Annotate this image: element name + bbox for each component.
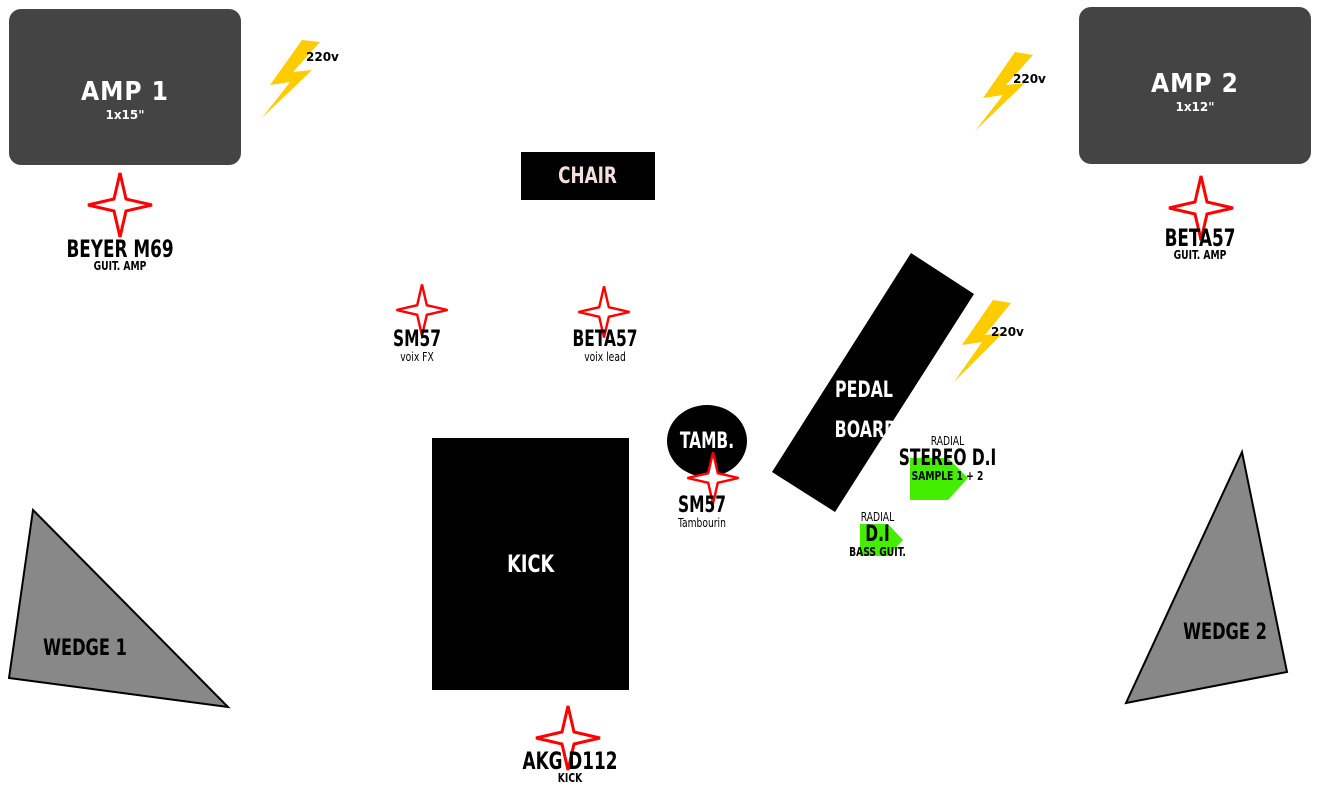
mic-model: BETA57 xyxy=(1164,224,1236,252)
wedge-1-label: WEDGE 1 xyxy=(43,636,127,661)
mic-star-icon[interactable] xyxy=(86,171,154,239)
voltage-label: 220v xyxy=(1013,72,1046,86)
mic-use: voix lead xyxy=(584,350,626,364)
di-name: STEREO D.I xyxy=(898,446,997,471)
di-bass-arrow-icon xyxy=(860,524,903,556)
kick-drum[interactable]: KICK xyxy=(432,438,629,690)
di-brand: RADIAL xyxy=(860,510,895,524)
kick-label: KICK xyxy=(506,550,555,578)
di-name: D.I xyxy=(865,522,890,547)
mic-model: BETA57 xyxy=(572,327,638,352)
di-brand: RADIAL xyxy=(930,434,965,448)
amp-1-size: 1x15" xyxy=(105,108,145,122)
lightning-icon xyxy=(954,300,1011,382)
voltage-label: 220v xyxy=(991,325,1024,339)
amp-1[interactable]: AMP 1 1x15" xyxy=(9,9,241,165)
voltage-label: 220v xyxy=(306,50,339,64)
wedge-2-shape[interactable] xyxy=(1124,448,1289,705)
amp-1-name: AMP 1 xyxy=(81,77,169,107)
lightning-icon xyxy=(975,52,1033,131)
mic-model: AKG D112 xyxy=(522,747,618,775)
mic-model: SM57 xyxy=(393,327,441,352)
pedalboard-label-2: BOARD xyxy=(834,418,898,443)
chair-label: CHAIR xyxy=(558,163,618,189)
mic-label: BETA57 voix lead xyxy=(555,329,655,364)
di-use: BASS GUIT. xyxy=(849,545,906,559)
tamb-label: TAMB. xyxy=(679,429,735,454)
di-use: SAMPLE 1 + 2 xyxy=(911,469,984,483)
pedalboard-label-1: PEDAL xyxy=(835,378,893,403)
tamb-shape[interactable] xyxy=(667,405,747,477)
amp-2-name: AMP 2 xyxy=(1151,69,1239,99)
mic-use: KICK xyxy=(557,771,583,785)
mic-label: SM57 Tambourin xyxy=(652,495,752,530)
di-stereo-label: RADIAL STEREO D.I SAMPLE 1 + 2 xyxy=(880,435,1015,483)
pedalboard-shape[interactable] xyxy=(772,253,974,512)
mic-use: GUIT. AMP xyxy=(93,259,147,273)
mic-use: Tambourin xyxy=(678,516,726,530)
wedge-1-shape[interactable] xyxy=(7,507,231,709)
mic-use: GUIT. AMP xyxy=(1173,248,1227,262)
chair[interactable]: CHAIR xyxy=(521,152,655,200)
mic-label: SM57 voix FX xyxy=(377,329,457,364)
amp-2[interactable]: AMP 2 1x12" xyxy=(1079,7,1311,164)
mic-model: SM57 xyxy=(678,493,726,518)
lightning-icon xyxy=(262,40,320,118)
mic-label: BETA57 GUIT. AMP xyxy=(1130,224,1270,262)
mic-label: BEYER M69 GUIT. AMP xyxy=(40,235,200,273)
di-stereo-arrow-icon xyxy=(910,458,968,500)
mic-use: voix FX xyxy=(400,350,434,364)
wedge-2-label: WEDGE 2 xyxy=(1183,620,1267,645)
amp-2-size: 1x12" xyxy=(1175,100,1215,114)
di-bass-label: RADIAL D.I BASS GUIT. xyxy=(835,511,920,559)
mic-model: BEYER M69 xyxy=(66,235,174,263)
mic-label: AKG D112 KICK xyxy=(500,747,640,785)
